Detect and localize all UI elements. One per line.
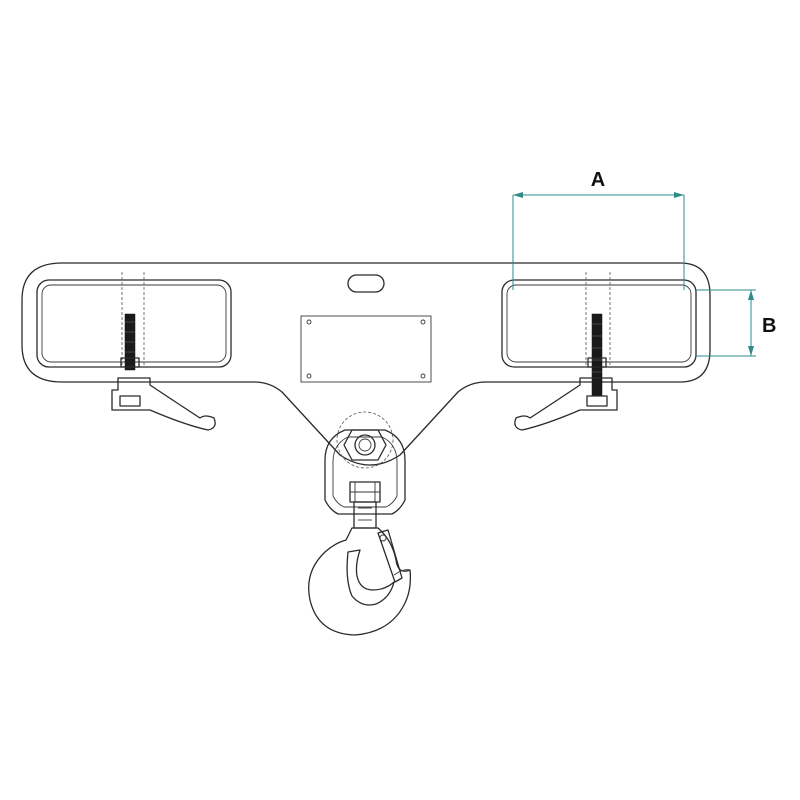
name-plate	[300, 315, 432, 383]
lifting-hook	[308, 527, 412, 636]
swivel-assembly	[324, 411, 406, 529]
clamp-bolt-right	[586, 313, 608, 407]
dimension-a	[512, 192, 685, 290]
clamp-jaw-right	[514, 377, 618, 431]
dimension-b-label: B	[762, 315, 776, 337]
dimension-b	[696, 289, 756, 357]
clamp-bolt-left	[119, 313, 141, 407]
dimension-a-label: A	[591, 169, 605, 191]
beam-outline	[21, 262, 711, 466]
clamp-jaw-left	[111, 377, 216, 431]
top-slot	[347, 274, 385, 293]
